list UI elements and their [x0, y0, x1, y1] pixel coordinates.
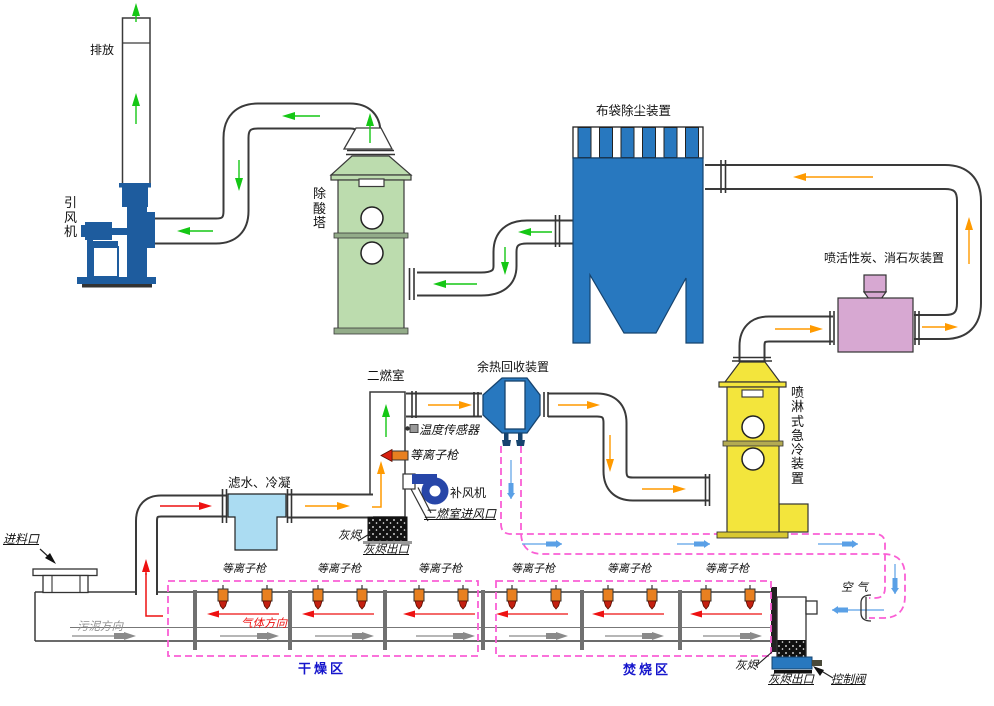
kiln-plasma-guns [217, 585, 756, 610]
label-gun-4: 等离子枪 [511, 563, 555, 575]
label-chamber-plasma-gun: 等离子枪 [410, 448, 459, 462]
water-filter-condenser [227, 493, 287, 551]
flow-arrows [72, 3, 973, 640]
label-chamber-ash-outlet: 灰烬出口 [363, 544, 409, 556]
label-drying-zone: 干燥区 [298, 661, 347, 676]
label-induced-fan: 引风机 [63, 195, 77, 239]
label-ash-right: 灰烬 [735, 660, 758, 672]
carbon-lime-injection-device [837, 274, 914, 353]
kiln-section-dividers [193, 590, 682, 650]
label-chamber-air-inlet: 二燃室进风口 [424, 507, 497, 521]
label-gun-6: 等离子枪 [705, 563, 749, 575]
induced-draft-fan [77, 183, 156, 288]
makeup-fan [402, 473, 449, 522]
baghouse-dust-collector [572, 126, 704, 344]
flanges [221, 160, 920, 523]
spray-quench-tower [716, 356, 809, 539]
kiln-discharge-housing [776, 596, 818, 659]
chamber-plasma-gun [380, 448, 409, 463]
label-secondary-chamber: 二燃室 [367, 369, 405, 383]
label-heat-recovery: 余热回收装置 [477, 360, 550, 374]
feed-inlet-port [32, 568, 98, 594]
acid-removal-tower [329, 149, 413, 335]
leader-lines [39, 532, 872, 679]
label-carbon-lime: 喷活性炭、消石灰装置 [824, 251, 945, 265]
label-chamber-ash: 灰烬 [338, 530, 361, 542]
label-makeup-fan: 补风机 [450, 486, 487, 500]
label-control-valve: 控制阀 [831, 674, 866, 686]
label-quench: 喷淋式急冷装置 [790, 385, 804, 486]
label-gun-5: 等离子枪 [607, 563, 651, 575]
temperature-sensor [405, 424, 419, 433]
label-air: 空气 [841, 582, 872, 594]
kiln-end-wall [771, 587, 777, 652]
label-acid-tower: 除酸塔 [312, 186, 326, 230]
label-gas-direction: 气体方向 [241, 618, 287, 630]
label-baghouse: 布袋除尘装置 [596, 104, 672, 118]
label-gun-1: 等离子枪 [222, 563, 266, 575]
hot-air-recirculation-line [500, 446, 906, 619]
ash-discharge-valve [771, 656, 822, 674]
label-feed-inlet: 进料口 [3, 532, 40, 546]
chamber-ash-box [363, 516, 412, 544]
label-condenser: 滤水、冷凝 [228, 476, 291, 490]
waste-heat-recovery-device [482, 377, 541, 446]
label-gun-2: 等离子枪 [317, 563, 361, 575]
label-ash-outlet-right: 灰烬出口 [768, 674, 814, 686]
label-sludge-direction: 污泥方向 [77, 621, 123, 633]
label-incineration-zone: 焚烧区 [623, 662, 672, 677]
label-stack: 排放 [90, 43, 115, 57]
zone-boxes [167, 580, 772, 657]
label-gun-3: 等离子枪 [418, 563, 462, 575]
label-temp-sensor: 温度传感器 [419, 423, 480, 437]
